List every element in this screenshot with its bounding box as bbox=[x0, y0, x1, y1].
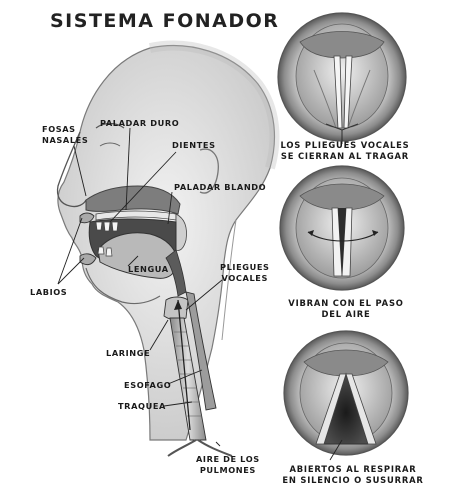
label-lengua: LENGUA bbox=[128, 264, 169, 274]
vocal-tract bbox=[79, 185, 233, 457]
diagram-title: SISTEMA FONADOR bbox=[50, 10, 280, 32]
label-labios: LABIOS bbox=[30, 287, 68, 297]
leader-lines bbox=[57, 127, 223, 447]
glottis-open-view bbox=[283, 330, 409, 461]
label-dientes: DIENTES bbox=[172, 140, 216, 150]
label-paladar-duro: PALADAR DURO bbox=[100, 118, 180, 128]
label-laringe: LARINGE bbox=[106, 348, 151, 358]
label-paladar-blando: PALADAR BLANDO bbox=[174, 182, 267, 192]
glottis-vibrating-view bbox=[279, 165, 405, 291]
glottis-closed-view bbox=[277, 12, 407, 144]
label-esofago: ESOFAGO bbox=[124, 380, 172, 390]
label-traquea: TRAQUEA bbox=[118, 401, 166, 411]
